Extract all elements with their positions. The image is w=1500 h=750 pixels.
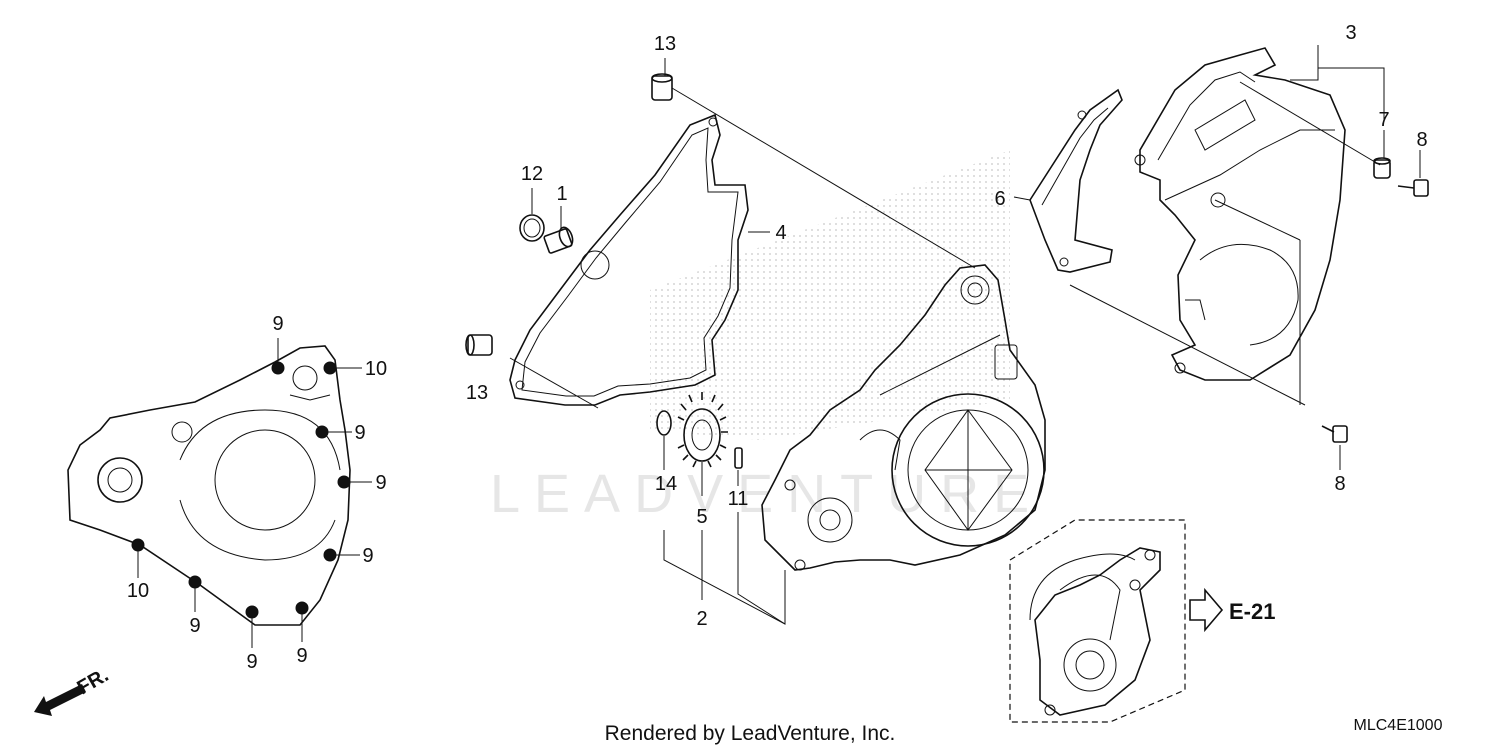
part-label[interactable]: 9 <box>272 313 283 335</box>
part-label[interactable]: 13 <box>654 33 676 55</box>
water-pump-gear <box>677 392 728 468</box>
leader-lines-middle <box>509 58 976 625</box>
part-label[interactable]: 8 <box>1334 473 1345 495</box>
watermark-wing-logo <box>650 150 1010 440</box>
watermark-text: LEADVENTURE <box>490 464 1043 524</box>
left-cover-assembly <box>761 264 1046 571</box>
watermark: LEADVENTURE <box>490 150 1043 524</box>
part-label[interactable]: 6 <box>994 188 1005 210</box>
part-label[interactable]: 7 <box>1378 109 1389 131</box>
guard-collar <box>1373 157 1391 179</box>
part-labels: 13 12 1 4 13 9 10 9 9 9 10 9 9 9 14 5 11… <box>127 22 1428 673</box>
dowel-pin-upper <box>651 73 673 101</box>
part-label[interactable]: 2 <box>696 608 707 630</box>
part-label[interactable]: 3 <box>1345 22 1356 44</box>
part-label[interactable]: 14 <box>655 473 677 495</box>
part-label[interactable]: 9 <box>362 545 373 567</box>
part-label[interactable]: 8 <box>1416 129 1427 151</box>
bolt-marker <box>245 605 259 619</box>
part-label[interactable]: 13 <box>466 382 488 404</box>
cover-gasket <box>509 113 749 406</box>
flange-bolt-upper <box>1397 179 1429 197</box>
collar <box>543 226 574 254</box>
water-pump-inset <box>1009 519 1186 723</box>
bolt-marker <box>337 475 351 489</box>
dowel-pin-small <box>734 447 743 469</box>
circlip <box>656 410 672 436</box>
bolt-marker <box>323 361 337 375</box>
part-label[interactable]: 9 <box>246 651 257 673</box>
front-direction-indicator: FR. <box>34 664 112 716</box>
part-label[interactable]: 10 <box>365 358 387 380</box>
reference-arrow: E-21 <box>1189 587 1275 633</box>
reference-arrow-icon <box>1189 587 1224 633</box>
part-label[interactable]: 9 <box>375 472 386 494</box>
flange-bolt-lower <box>1321 425 1348 443</box>
part-label[interactable]: 4 <box>775 222 786 244</box>
part-label[interactable]: 10 <box>127 580 149 602</box>
sprocket-guard <box>1134 47 1346 381</box>
o-ring <box>519 214 545 242</box>
drawing-code: MLC4E1000 <box>1354 717 1443 734</box>
front-arrow-icon <box>34 684 86 716</box>
bolt-marker <box>188 575 202 589</box>
dowel-pin-lower <box>465 334 493 356</box>
bolt-marker <box>271 361 285 375</box>
bolt-marker <box>323 548 337 562</box>
part-label[interactable]: 9 <box>296 645 307 667</box>
leader-lines-right <box>1013 45 1421 470</box>
bolt-marker <box>295 601 309 615</box>
left-crankcase-cover <box>67 345 351 626</box>
part-label[interactable]: 9 <box>189 615 200 637</box>
part-label[interactable]: 11 <box>728 488 749 510</box>
sprocket-cover-gasket <box>1029 88 1123 273</box>
part-label[interactable]: 5 <box>696 506 707 528</box>
reference-label[interactable]: E-21 <box>1229 599 1275 624</box>
bolt-marker <box>315 425 329 439</box>
part-label[interactable]: 12 <box>521 163 543 185</box>
part-label[interactable]: 9 <box>354 422 365 444</box>
bolt-marker <box>131 538 145 552</box>
leader-lines-left <box>137 338 372 648</box>
footer-credit: Rendered by LeadVenture, Inc. <box>605 722 896 745</box>
part-label[interactable]: 1 <box>556 183 567 205</box>
